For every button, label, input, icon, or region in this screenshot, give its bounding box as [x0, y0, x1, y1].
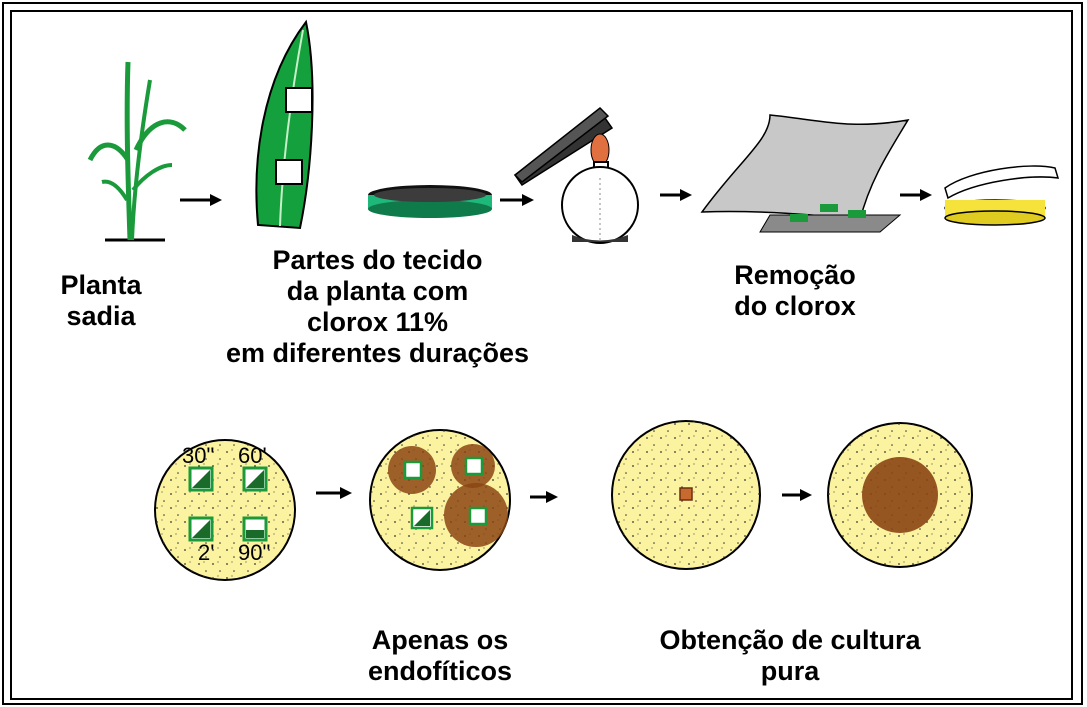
time-mark-30s: 30": [182, 443, 214, 468]
alcohol-lamp-icon: [561, 133, 639, 244]
time-mark-60m: 60': [238, 443, 267, 468]
paper-towel-icon: [700, 114, 910, 233]
time-mark-2m: 2': [198, 540, 214, 565]
arrow-icon: [500, 194, 534, 206]
clorox-dish-icon: [368, 185, 492, 218]
arrow-icon: [530, 491, 558, 503]
label-remocao: Remoção do clorox: [734, 260, 856, 321]
arrow-icon: [180, 194, 222, 206]
plate-with-pure-culture: [827, 422, 973, 568]
label-partes-tecido: Partes do tecido da planta com clorox 11…: [225, 245, 530, 368]
tweezers-icon: [513, 106, 614, 187]
arrow-icon: [316, 487, 352, 499]
plate-with-isolate: [611, 420, 761, 570]
time-mark-90s: 90": [238, 540, 270, 565]
arrow-icon: [782, 489, 812, 501]
arrow-icon: [660, 189, 692, 201]
leaf-segment-icon: [255, 19, 314, 230]
arrow-icon: [900, 189, 932, 201]
plate-with-endophytes: [369, 429, 511, 571]
label-planta-sadia: Planta sadia: [60, 270, 142, 331]
plate-with-fragments: 30" 60' 2' 90": [154, 439, 296, 581]
healthy-plant-icon: [87, 61, 187, 242]
inner-frame: [10, 10, 1073, 700]
label-obtencao: Obtenção de cultura pura: [659, 625, 921, 686]
label-apenas-endofiticos: Apenas os endofíticos: [367, 625, 512, 686]
petri-dish-icon: [944, 165, 1060, 226]
